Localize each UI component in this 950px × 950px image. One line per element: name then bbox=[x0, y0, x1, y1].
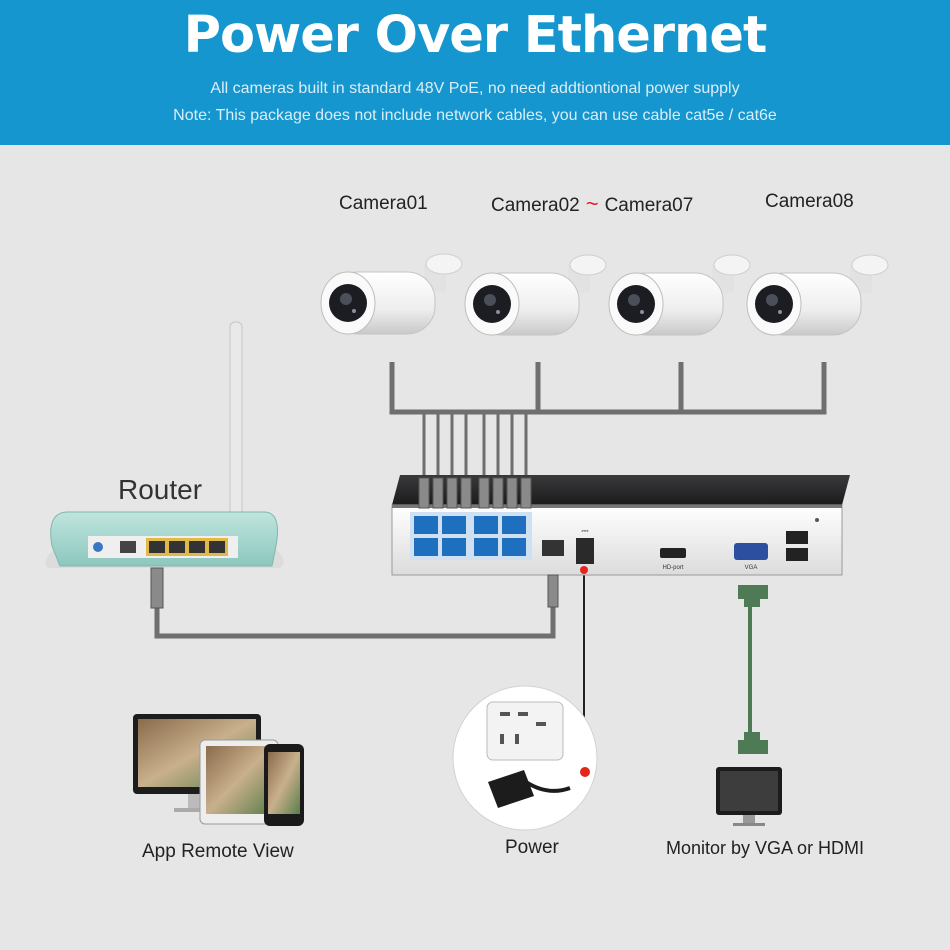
poe-port-cables bbox=[422, 412, 528, 478]
header-subtitle-poe: All cameras built in standard 48V PoE, n… bbox=[210, 80, 740, 97]
vga-plug-top bbox=[738, 585, 768, 607]
camera-range-end: Camera07 bbox=[604, 195, 694, 216]
poe-ports bbox=[410, 512, 532, 560]
hdmi-port bbox=[660, 548, 686, 558]
camera-02-07-b bbox=[608, 254, 751, 336]
vga-label: VGA bbox=[745, 565, 758, 571]
camera-08-label: Camera08 bbox=[765, 191, 854, 212]
tilde-icon: ~ bbox=[585, 191, 599, 216]
router-device bbox=[45, 321, 284, 568]
svg-text:⎓: ⎓ bbox=[581, 527, 588, 537]
camera-01-label: Camera01 bbox=[339, 193, 428, 214]
monitor-device bbox=[716, 767, 782, 826]
power-dot-icon bbox=[580, 566, 588, 574]
nvr-recorder: ⎓ HD-port VGA bbox=[391, 475, 850, 576]
power-label: Power bbox=[505, 837, 559, 858]
vga-plug-bottom bbox=[738, 732, 768, 754]
router-nvr-cable bbox=[154, 605, 556, 639]
camera-08 bbox=[746, 254, 889, 336]
usb-port-2 bbox=[786, 548, 808, 561]
camera-range-start: Camera02 bbox=[491, 195, 580, 216]
monitor-label: Monitor by VGA or HDMI bbox=[666, 838, 865, 858]
nvr-lan-port bbox=[542, 540, 564, 556]
app-remote-view-label: App Remote View bbox=[142, 841, 294, 862]
poe-plugs bbox=[418, 477, 532, 509]
router-label: Router bbox=[118, 474, 203, 505]
camera-range-label: Camera02~Camera07 bbox=[491, 191, 693, 217]
hdmi-label: HD-port bbox=[662, 565, 683, 571]
header-banner bbox=[0, 0, 950, 145]
camera-bus-cable bbox=[389, 362, 827, 415]
nvr-dc-port bbox=[576, 538, 594, 564]
usb-port bbox=[786, 531, 808, 544]
router-power-port bbox=[93, 542, 103, 552]
camera-02-07 bbox=[464, 254, 607, 336]
header-subtitle-note: Note: This package does not include netw… bbox=[173, 107, 777, 124]
app-devices bbox=[133, 714, 304, 826]
camera-01 bbox=[320, 253, 463, 335]
power-adapter bbox=[452, 685, 598, 831]
vga-port bbox=[734, 543, 768, 560]
page-title: Power Over Ethernet bbox=[183, 6, 768, 65]
